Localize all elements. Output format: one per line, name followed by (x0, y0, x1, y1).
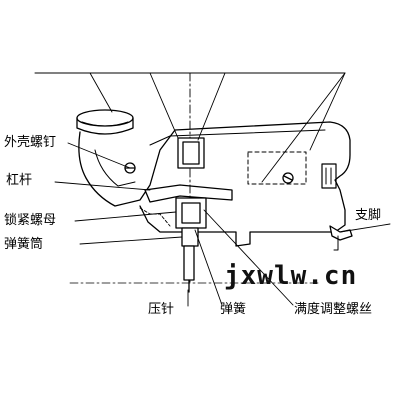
leader-lines (54, 72, 391, 307)
upper-mechanism (177, 137, 205, 169)
label-spring: 弹簧 (220, 302, 247, 317)
label-outer-screw: 外壳螺钉 (4, 135, 57, 150)
connector-block (321, 163, 337, 189)
label-lever: 杠杆 (6, 173, 33, 188)
right-screw-drawing (282, 172, 294, 184)
label-spring-barrel: 弹簧筒 (4, 237, 44, 252)
dial-knob (76, 109, 134, 135)
label-press-pin: 压针 (148, 302, 175, 317)
lever (144, 184, 233, 203)
label-full-scale-screw: 满度调整螺丝 (294, 302, 373, 317)
housing-outline (78, 121, 351, 247)
dashed-internal-box (247, 151, 307, 185)
lock-nut-assembly (175, 197, 207, 229)
press-pin (183, 245, 195, 293)
watermark-text: jxwlw.cn (224, 261, 358, 291)
label-support-foot: 支脚 (355, 208, 382, 223)
label-lock-nut: 锁紧螺母 (4, 213, 57, 228)
